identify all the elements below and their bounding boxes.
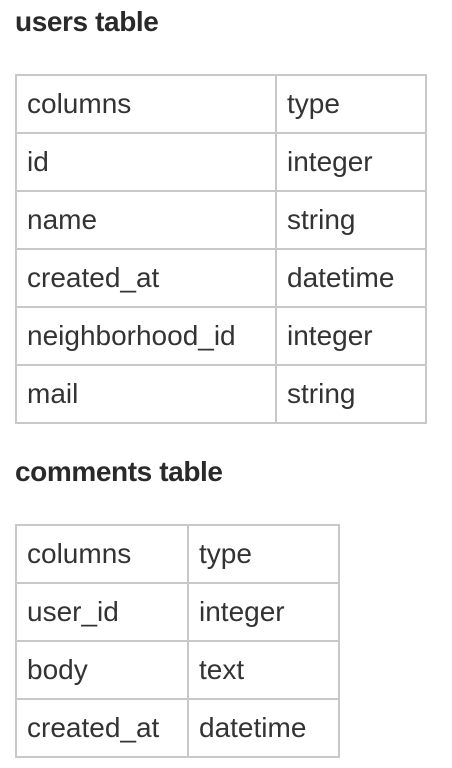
- column-type-cell: datetime: [187, 698, 340, 758]
- header-cell-columns: columns: [15, 524, 189, 584]
- table-row: mail string: [15, 364, 427, 424]
- column-name-cell: body: [15, 640, 189, 700]
- column-type-cell: text: [187, 640, 340, 700]
- column-type-cell: integer: [187, 582, 340, 642]
- column-type-cell: datetime: [275, 248, 427, 308]
- table-row: created_at datetime: [15, 698, 340, 758]
- column-name-cell: user_id: [15, 582, 189, 642]
- users-table-title: users table: [15, 6, 159, 37]
- table-header-row: columns type: [15, 74, 427, 134]
- header-cell-type: type: [275, 74, 427, 134]
- column-type-cell: string: [275, 190, 427, 250]
- table-row: name string: [15, 190, 427, 250]
- column-name-cell: created_at: [15, 698, 189, 758]
- column-type-cell: integer: [275, 132, 427, 192]
- column-name-cell: neighborhood_id: [15, 306, 277, 366]
- column-name-cell: mail: [15, 364, 277, 424]
- table-row: id integer: [15, 132, 427, 192]
- header-cell-type: type: [187, 524, 340, 584]
- table-header-row: columns type: [15, 524, 340, 584]
- comments-table-title: comments table: [15, 456, 223, 487]
- table-row: body text: [15, 640, 340, 700]
- header-cell-columns: columns: [15, 74, 277, 134]
- table-row: user_id integer: [15, 582, 340, 642]
- users-table: columns type id integer name string crea…: [15, 74, 427, 424]
- column-type-cell: integer: [275, 306, 427, 366]
- column-name-cell: id: [15, 132, 277, 192]
- table-row: created_at datetime: [15, 248, 427, 308]
- column-type-cell: string: [275, 364, 427, 424]
- table-row: neighborhood_id integer: [15, 306, 427, 366]
- column-name-cell: created_at: [15, 248, 277, 308]
- column-name-cell: name: [15, 190, 277, 250]
- comments-table: columns type user_id integer body text c…: [15, 524, 340, 758]
